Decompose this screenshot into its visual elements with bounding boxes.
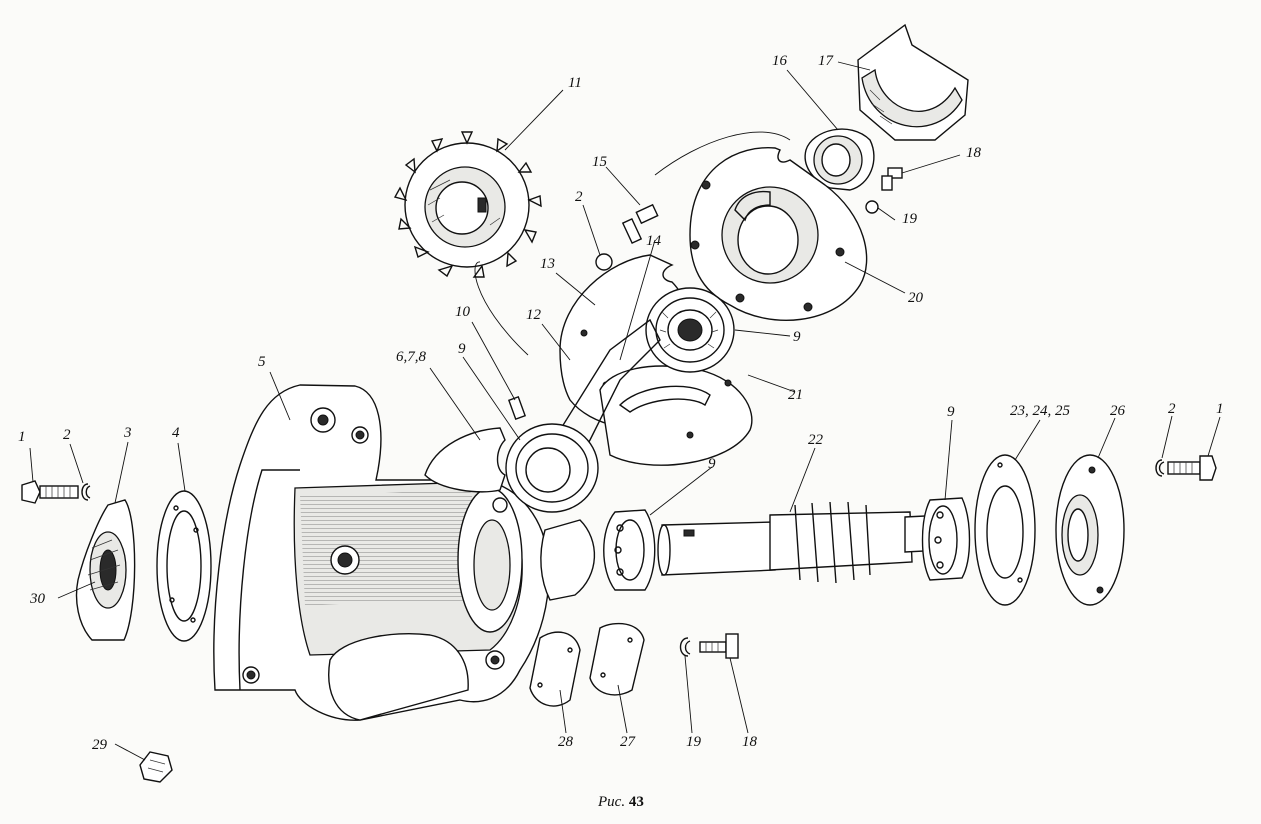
label-part-18-top: 18 <box>966 145 981 161</box>
label-part-2-mid: 2 <box>575 189 583 205</box>
label-part-16: 16 <box>772 53 787 69</box>
bearing-part-9-shaft-right <box>921 497 971 581</box>
label-part-29: 29 <box>92 737 107 753</box>
screw-part-18-top <box>881 167 903 191</box>
label-part-2-left: 2 <box>63 427 71 443</box>
label-part-1-left: 1 <box>18 429 26 445</box>
label-part-1-right: 1 <box>1216 401 1224 417</box>
label-part-27: 27 <box>620 734 635 750</box>
label-part-30: 30 <box>30 591 45 607</box>
label-part-17: 17 <box>818 53 833 69</box>
cover-part-28 <box>529 631 581 707</box>
caption-prefix: Рис. <box>598 794 626 810</box>
gear-part-11 <box>393 131 542 278</box>
bushing-part-16 <box>804 128 875 191</box>
bolt-part-1-right <box>1167 455 1217 481</box>
cover-part-26 <box>1055 454 1125 606</box>
label-part-19-bottom: 19 <box>686 734 701 750</box>
flange-part-20 <box>689 147 868 321</box>
bearing-part-9-left <box>505 423 599 513</box>
label-part-22: 22 <box>808 432 823 448</box>
caption-number: 43 <box>628 794 644 810</box>
cover-part-21 <box>599 365 753 466</box>
label-part-15: 15 <box>592 154 607 170</box>
key-part-10 <box>507 395 527 421</box>
label-part-23-24-25: 23, 24, 25 <box>1010 403 1070 419</box>
label-part-10: 10 <box>455 304 470 320</box>
washer-part-19-top <box>865 200 879 214</box>
bearing-part-9-shaft-left <box>603 509 656 591</box>
shim-part-6-7-8 <box>424 427 506 493</box>
lower-cover-half <box>540 519 596 601</box>
label-part-5: 5 <box>258 354 266 370</box>
label-part-2-right: 2 <box>1168 401 1176 417</box>
label-part-9-right: 9 <box>947 404 955 420</box>
label-part-12: 12 <box>526 307 541 323</box>
label-part-9-left: 9 <box>458 341 466 357</box>
worm-shaft-part-22 <box>657 501 946 584</box>
leader-lines <box>29 61 1221 761</box>
label-part-9-upper: 9 <box>793 329 801 345</box>
plug-part-29 <box>139 751 173 783</box>
label-part-14: 14 <box>646 233 661 249</box>
gasket-part-4 <box>156 490 212 642</box>
washer-part-2-right <box>1155 459 1165 477</box>
label-part-20: 20 <box>908 290 923 306</box>
housing-part-5 <box>213 384 550 721</box>
label-part-26: 26 <box>1110 403 1125 419</box>
washer-part-2-mid <box>595 253 613 271</box>
label-part-4: 4 <box>172 425 180 441</box>
label-part-9-shaft: 9 <box>708 456 716 472</box>
label-part-19-top: 19 <box>902 211 917 227</box>
figure-caption: Рис. 43 <box>598 794 644 811</box>
washer-part-2-left <box>81 483 91 501</box>
label-part-13: 13 <box>540 256 555 272</box>
bolt-part-15 <box>621 203 659 245</box>
nut-part-17 <box>857 23 969 141</box>
label-part-28: 28 <box>558 734 573 750</box>
washer-part-19-bottom <box>679 637 691 657</box>
cover-part-27 <box>589 622 645 696</box>
label-part-6-7-8: 6,7,8 <box>396 349 426 365</box>
bolt-part-1-left <box>21 480 79 504</box>
label-part-21: 21 <box>788 387 803 403</box>
gasket-part-23-24-25 <box>974 454 1036 606</box>
cover-part-3-30 <box>75 499 136 641</box>
label-part-11: 11 <box>568 75 582 91</box>
screw-part-18-bottom <box>699 633 739 659</box>
bearing-part-9-upper <box>645 287 735 373</box>
label-part-3: 3 <box>124 425 132 441</box>
label-part-18-bottom: 18 <box>742 734 757 750</box>
